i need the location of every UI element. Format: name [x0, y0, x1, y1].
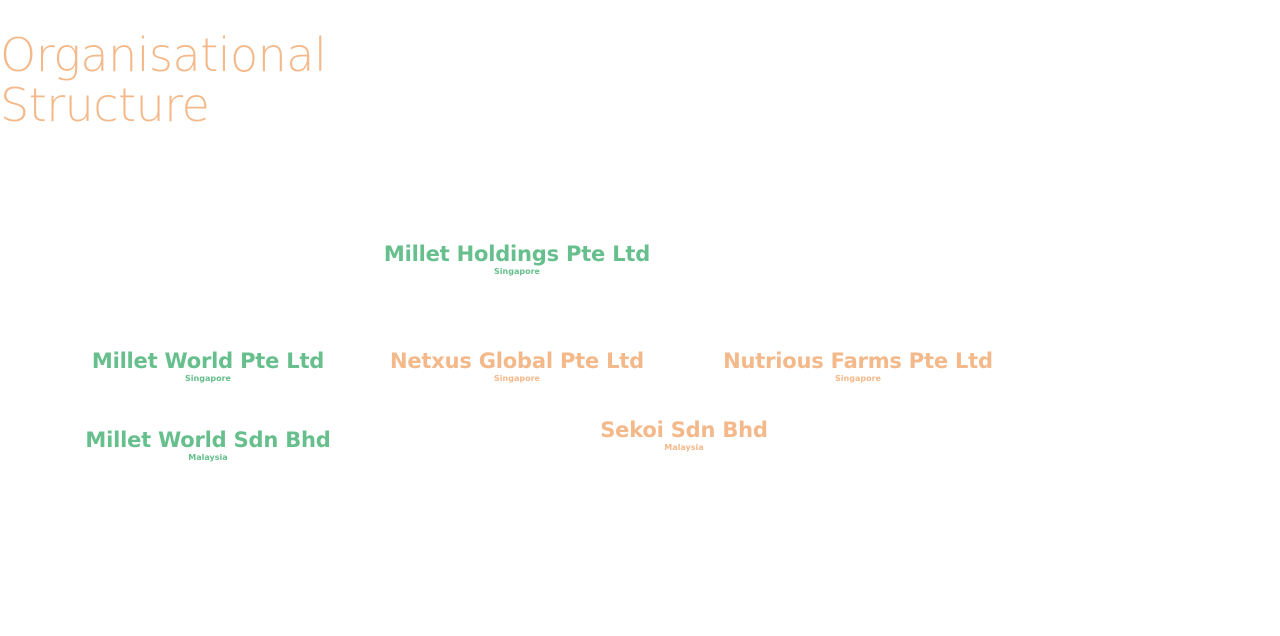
company-country: Singapore [494, 267, 540, 276]
company-name: Millet World Sdn Bhd [85, 428, 331, 452]
company-country: Malaysia [664, 443, 704, 452]
page-title-line-1: Organisational [0, 28, 327, 82]
page-title: Organisational Structure [0, 28, 327, 132]
company-name: Netxus Global Pte Ltd [390, 349, 644, 373]
company-country: Malaysia [188, 453, 228, 462]
page-title-line-2: Structure [0, 78, 210, 132]
org-node-millet-world-my: Millet World Sdn Bhd Malaysia [85, 427, 330, 463]
company-country: Singapore [185, 374, 231, 383]
org-node-netxus-global: Netxus Global Pte Ltd Singapore [390, 348, 644, 384]
company-name: Millet Holdings Pte Ltd [383, 242, 651, 266]
org-node-sekoi: Sekoi Sdn Bhd Malaysia [600, 417, 768, 453]
org-node-nutrious-farms: Nutrious Farms Pte Ltd Singapore [723, 348, 993, 384]
company-name: Sekoi Sdn Bhd [600, 418, 768, 442]
company-name: Nutrious Farms Pte Ltd [723, 349, 993, 373]
company-country: Singapore [494, 374, 540, 383]
org-node-millet-holdings: Millet Holdings Pte Ltd Singapore [384, 241, 650, 277]
org-node-millet-world-sg: Millet World Pte Ltd Singapore [92, 348, 324, 384]
company-name: Millet World Pte Ltd [91, 349, 325, 373]
company-country: Singapore [835, 374, 881, 383]
